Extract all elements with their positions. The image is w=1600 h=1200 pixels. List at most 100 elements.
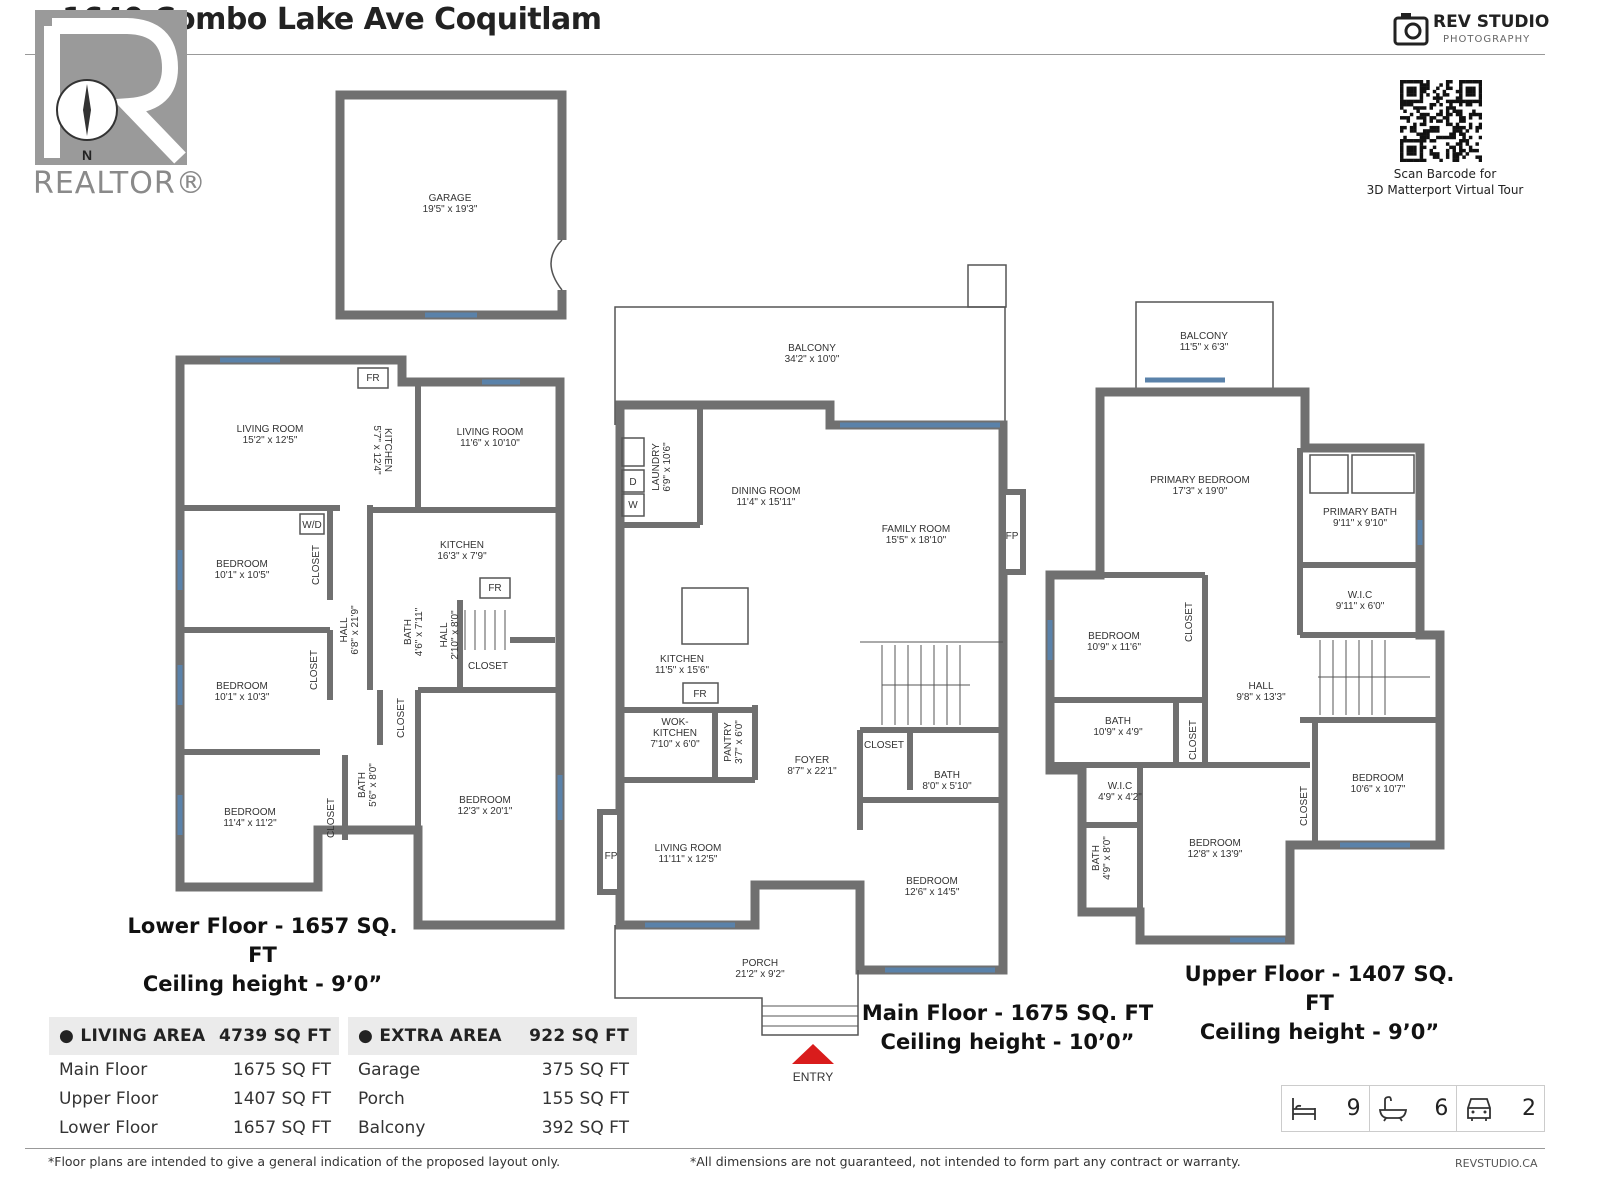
footer-site[interactable]: REVSTUDIO.CA	[1455, 1157, 1538, 1170]
qr-module	[1465, 89, 1470, 94]
qr-module	[1400, 106, 1404, 110]
room-label: BEDROOM	[1189, 838, 1241, 849]
qr-module	[1409, 158, 1414, 162]
qr-module	[1465, 99, 1470, 104]
room-dims: 5'6" x 8'0"	[368, 763, 379, 807]
qr-module	[1452, 145, 1456, 150]
qr-module	[1403, 109, 1407, 113]
room-dims: 11'6" x 10'10"	[460, 438, 520, 449]
room-dims: 9'11" x 6'0"	[1336, 601, 1385, 612]
garage-plan	[335, 90, 568, 320]
qr-module	[1439, 112, 1443, 117]
room-label: KITCHEN	[440, 540, 484, 551]
room-label: BEDROOM	[1088, 631, 1140, 642]
room-label: BATH	[1105, 716, 1131, 727]
qr-module	[1465, 152, 1470, 156]
closet-label: CLOSET	[311, 545, 322, 585]
studio-name: REV STUDIO	[1433, 12, 1550, 32]
qr-module	[1429, 148, 1433, 153]
room-dims: 10'9" x 11'6"	[1087, 642, 1142, 653]
qr-module	[1400, 152, 1404, 156]
qr-module	[1445, 152, 1450, 156]
qr-module	[1422, 83, 1427, 87]
qr-module	[1439, 83, 1443, 87]
room-dims: 5'7" x 12'4"	[371, 425, 382, 475]
qr-module	[1478, 86, 1482, 91]
qr-module	[1419, 158, 1424, 162]
qr-module	[1462, 148, 1466, 153]
room-dims: 6'8" x 21'9"	[350, 605, 361, 655]
realtor-logo: N REALTOR®	[30, 8, 207, 203]
room-dims: 11'5" x 15'6"	[655, 665, 710, 676]
room-dims: 2'10" x 8'0"	[450, 610, 461, 660]
qr-module	[1468, 148, 1473, 153]
property-stats: 9 6 2	[1281, 1085, 1545, 1132]
studio-sub: PHOTOGRAPHY	[1443, 34, 1531, 45]
qr-module	[1400, 129, 1404, 133]
qr-module	[1413, 106, 1417, 110]
room-dims: 12'8" x 13'9"	[1188, 849, 1243, 860]
realtor-logo-text: REALTOR®	[33, 166, 207, 201]
qr-module	[1403, 139, 1407, 143]
room-dims: 9'11" x 9'10"	[1333, 518, 1388, 529]
qr-module	[1413, 122, 1417, 127]
room-label: KITCHEN	[660, 654, 704, 665]
room-dims: 4'9" x 4'2"	[1098, 792, 1142, 803]
main-floor-ceiling: Ceiling height - 10’0”	[880, 1030, 1135, 1054]
qr-module	[1426, 93, 1430, 97]
qr-module	[1459, 89, 1463, 94]
qr-module	[1455, 89, 1460, 94]
camera-icon	[1393, 13, 1429, 46]
qr-module	[1468, 135, 1473, 140]
qr-module	[1439, 135, 1443, 140]
room-label: BATH	[1091, 845, 1102, 871]
qr-module	[1445, 83, 1450, 87]
qr-module	[1406, 158, 1411, 162]
qr-module	[1422, 89, 1427, 94]
qr-module	[1455, 109, 1460, 113]
qr-module	[1413, 80, 1417, 84]
room-dims: 34'2" x 10'0"	[785, 354, 840, 365]
qr-module	[1439, 96, 1443, 100]
qr-module	[1429, 102, 1433, 107]
lower-floor-labels: GARAGE 19'5" x 19'3" LIVING ROOM 15'2" x…	[215, 193, 524, 838]
closet-label: CLOSET	[1299, 786, 1310, 826]
room-label: WOK-	[661, 717, 688, 728]
room-dims: 11'5" x 6'3"	[1180, 342, 1229, 353]
qr-module	[1472, 109, 1476, 113]
qr-module	[1413, 145, 1417, 150]
row-name: Main Floor	[59, 1059, 148, 1080]
qr-module	[1432, 129, 1437, 133]
room-label: KITCHEN	[653, 728, 697, 739]
bedrooms-stat: 9	[1282, 1086, 1370, 1131]
qr-module	[1455, 142, 1460, 146]
qr-module	[1413, 148, 1417, 153]
qr-module	[1419, 86, 1424, 91]
qr-module	[1436, 112, 1440, 117]
room-dims: 10'1" x 10'3"	[215, 692, 270, 703]
upper-floor-area: Upper Floor - 1407 SQ. FT	[1184, 962, 1455, 1015]
qr-module	[1416, 109, 1420, 113]
qr-module	[1419, 93, 1424, 97]
room-label: PANTRY	[723, 722, 734, 762]
room-dims: 12'6" x 14'5"	[905, 887, 960, 898]
qr-module	[1449, 102, 1453, 107]
qr-module	[1413, 152, 1417, 156]
qr-module	[1432, 125, 1437, 130]
qr-module	[1459, 112, 1463, 117]
qr-module	[1409, 145, 1414, 150]
room-label: BEDROOM	[1352, 773, 1404, 784]
qr-module	[1478, 83, 1482, 87]
qr-module	[1472, 148, 1476, 153]
qr-module	[1403, 116, 1407, 120]
qr-module	[1432, 116, 1437, 120]
qr-code[interactable]	[1400, 80, 1482, 162]
qr-module	[1426, 135, 1430, 140]
qr-module	[1400, 148, 1404, 153]
qr-module	[1452, 158, 1456, 162]
qr-module	[1462, 119, 1466, 123]
